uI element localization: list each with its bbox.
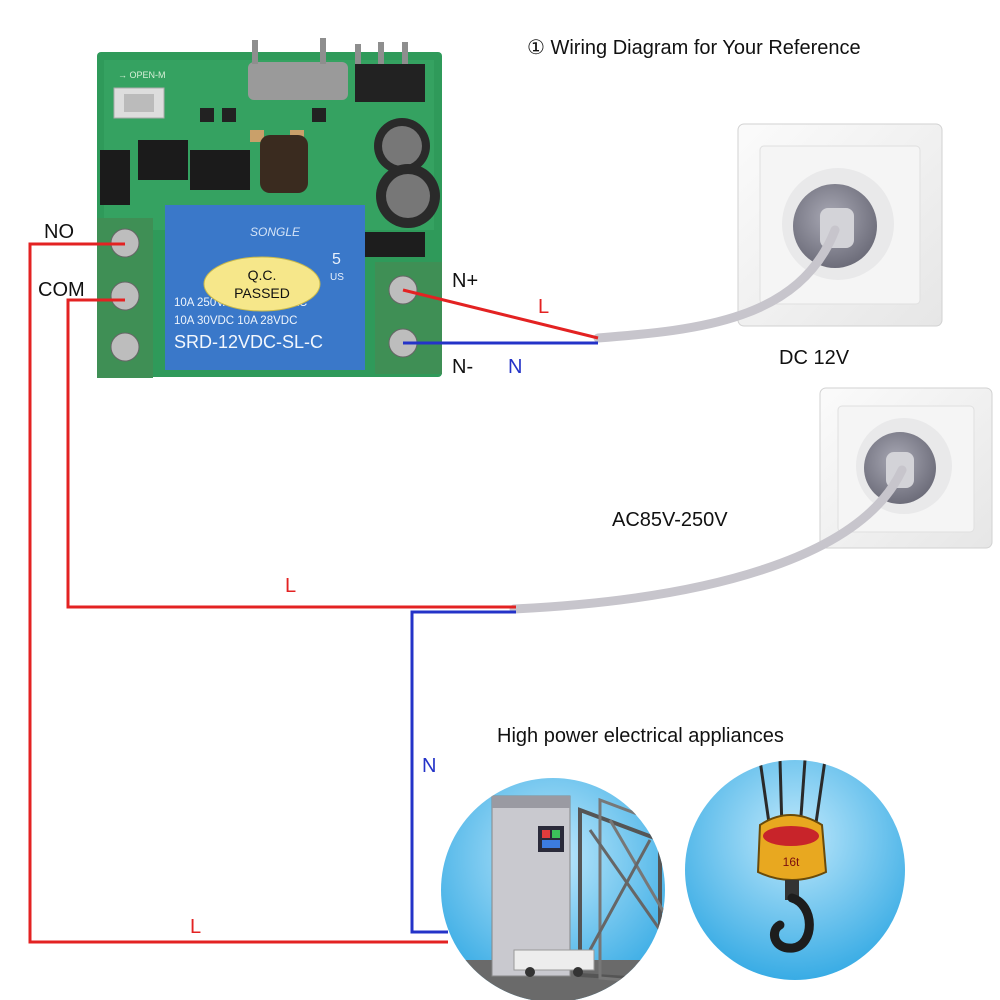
dc-source-label: DC 12V <box>779 347 850 369</box>
terminal-label-n-minus: N- <box>452 356 473 378</box>
ac-cable <box>509 465 907 614</box>
terminal-label-com: COM <box>38 279 85 301</box>
relay-number: 5 <box>332 251 341 268</box>
svg-text:→ OPEN-M: → OPEN-M <box>118 70 166 80</box>
ac-source-label: AC85V-250V <box>612 509 728 531</box>
terminal-label-no: NO <box>44 221 74 243</box>
dc-wall-socket <box>737 123 943 327</box>
qc-line2: PASSED <box>234 285 290 301</box>
ac-neutral-label: N <box>422 755 436 777</box>
relay-module: → OPEN-M SONGLE 5 US 10A 250VAC 1 <box>97 38 442 378</box>
relay-suffix: US <box>330 272 344 283</box>
relay-model: SRD-12VDC-SL-C <box>174 332 323 352</box>
terminal-screw-com <box>110 281 140 311</box>
relay-spec-line2: 10A 30VDC 10A 28VDC <box>174 315 297 327</box>
gate-appliance-image <box>441 778 665 1000</box>
no-live-wire <box>28 242 448 944</box>
dc-live-label: L <box>538 296 549 318</box>
dc-neutral-label: N <box>508 356 522 378</box>
diagram-title: ① Wiring Diagram for Your Reference <box>527 37 861 59</box>
antenna-coil <box>260 135 308 193</box>
header-pins <box>355 64 425 102</box>
ac-neutral-wire <box>410 610 516 934</box>
ac-live-label: L <box>285 575 296 597</box>
crystal-component <box>248 62 348 100</box>
load-live-label: L <box>190 916 201 938</box>
qc-sticker <box>203 256 321 312</box>
ic-chip <box>100 150 130 205</box>
relay-brand: SONGLE <box>250 225 301 239</box>
com-live-wire <box>66 298 516 609</box>
terminal-screw-nc <box>110 332 140 362</box>
dc-cable <box>593 225 840 343</box>
crane-hook-image: 16t <box>685 760 905 980</box>
terminal-label-n-plus: N+ <box>452 270 478 292</box>
qc-line1: Q.C. <box>248 267 277 283</box>
appliances-caption: High power electrical appliances <box>497 725 784 747</box>
hook-capacity-label: 16t <box>783 855 800 869</box>
dc-live-wire <box>402 288 599 340</box>
